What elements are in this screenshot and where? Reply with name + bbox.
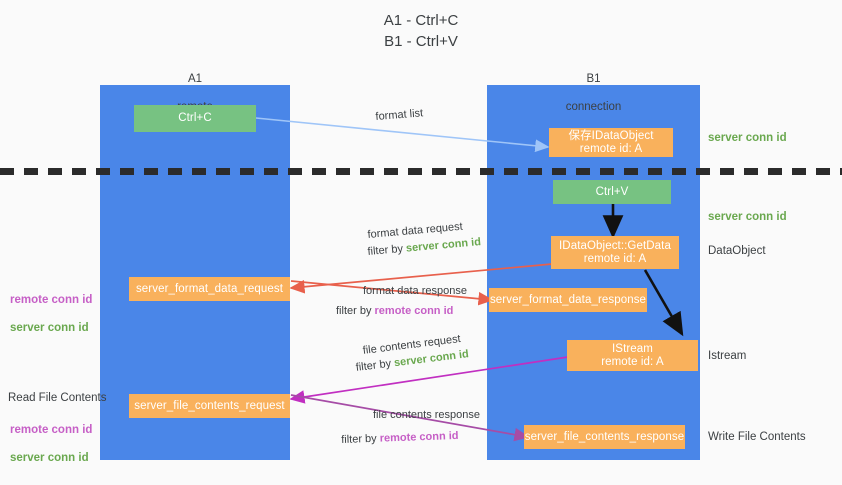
right-label-server-conn-id-top: server conn id — [708, 132, 787, 144]
filter-key-server-conn-id: server conn id — [405, 236, 482, 255]
box-save-idataobject[interactable]: 保存IDataObject remote id: A — [549, 128, 673, 157]
left-label-conn-ids-middle: remote conn id server conn id — [10, 279, 100, 349]
diagram-title: A1 - Ctrl+C B1 - Ctrl+V — [383, 12, 459, 50]
label-format-list: format list — [375, 107, 424, 123]
box-server-file-contents-response[interactable]: server_file_contents_response — [524, 425, 685, 449]
left-label-server-conn-id: server conn id — [10, 452, 89, 464]
filter-prefix: filter by — [341, 432, 380, 446]
label-format-data-response: format data response — [363, 285, 467, 297]
box-server-format-data-response[interactable]: server_format_data_response — [489, 288, 647, 312]
label-file-contents-response-filter: filter by remote conn id — [341, 429, 459, 448]
filter-prefix: filter by — [336, 305, 375, 317]
right-label-write-file-contents: Write File Contents — [708, 431, 806, 443]
column-a1-name: A1 — [187, 73, 203, 85]
box-istream[interactable]: IStream remote id: A — [567, 340, 698, 371]
left-label-read-file-contents: Read File Contents — [8, 392, 107, 404]
left-label-server-conn-id: server conn id — [10, 322, 89, 334]
left-label-remote-conn-id: remote conn id — [10, 294, 93, 306]
label-format-data-response-filter: filter by remote conn id — [336, 304, 453, 319]
box-server-file-contents-request[interactable]: server_file_contents_request — [129, 394, 290, 418]
box-server-format-data-request[interactable]: server_format_data_request — [129, 277, 290, 301]
label-file-contents-response: file contents response — [373, 409, 481, 421]
filter-key-remote-conn-id: remote conn id — [374, 305, 454, 317]
filter-key-remote-conn-id: remote conn id — [379, 429, 459, 445]
box-idataobject-getdata[interactable]: IDataObject::GetData remote id: A — [551, 236, 679, 269]
left-label-conn-ids-bottom: remote conn id server conn id — [10, 409, 100, 479]
box-ctrl-v[interactable]: Ctrl+V — [553, 180, 671, 204]
phase-divider — [0, 168, 842, 175]
filter-prefix: filter by — [367, 242, 407, 258]
left-label-remote-conn-id: remote conn id — [10, 424, 93, 436]
column-header-b1: B1 connection — [487, 58, 700, 114]
right-label-server-conn-id-mid: server conn id — [708, 211, 787, 223]
column-b1-name: B1 — [586, 73, 601, 85]
column-b1-sub: connection — [565, 101, 622, 113]
filter-prefix: filter by — [355, 357, 395, 374]
right-label-istream: Istream — [708, 350, 747, 362]
right-label-dataobject: DataObject — [708, 245, 766, 257]
box-ctrl-c[interactable]: Ctrl+C — [134, 105, 256, 132]
